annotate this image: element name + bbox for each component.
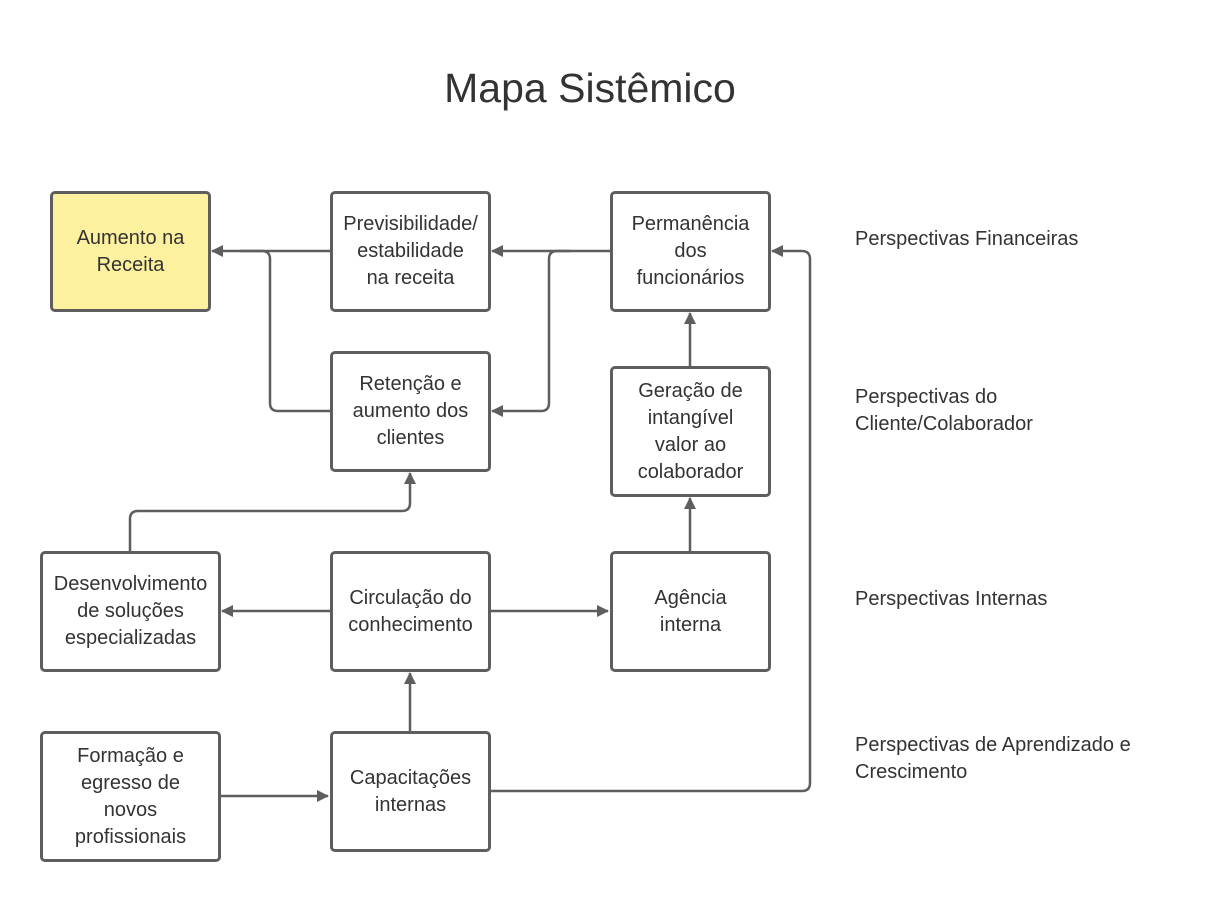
edge-capacitacoes-to-permanencia [490,245,812,793]
node-formacao-label: Formação e egresso de novos profissionai… [74,744,187,848]
node-capacitacoes-label: Capacitações internas [349,766,472,816]
node-previsibilidade-label: Previsibilidade/ estabilidade na receita [343,213,478,289]
node-agencia[interactable]: Agência interna [610,551,771,672]
node-desenvolvimento[interactable]: Desenvolvimento de soluções especializad… [40,551,221,672]
node-permanencia-label: Permanência dos funcionários [631,213,750,289]
perspective-financeiras: Perspectivas Financeiras [855,228,1079,250]
node-aumento-receita-label: Aumento na Receita [76,226,185,276]
node-desenvolvimento-label: Desenvolvimento de soluções especializad… [53,573,208,649]
node-capacitacoes[interactable]: Capacitações internas [330,731,491,852]
perspective-cliente: Perspectivas do Cliente/Colaborador [855,386,1033,435]
edge-permanencia-to-retencao [491,249,570,417]
node-aumento-receita[interactable]: Aumento na Receita [50,191,211,312]
node-permanencia[interactable]: Permanência dos funcionários [610,191,771,312]
node-circulacao[interactable]: Circulação do conhecimento [330,551,491,672]
node-retencao-label: Retenção e aumento dos clientes [352,373,469,449]
node-retencao[interactable]: Retenção e aumento dos clientes [330,351,491,472]
node-geracao-label: Geração de intangível valor ao colaborad… [637,379,744,483]
node-geracao[interactable]: Geração de intangível valor ao colaborad… [610,366,771,497]
node-previsibilidade[interactable]: Previsibilidade/ estabilidade na receita [330,191,491,312]
node-agencia-label: Agência interna [654,586,727,636]
node-formacao[interactable]: Formação e egresso de novos profissionai… [40,731,221,862]
perspective-internas: Perspectivas Internas [855,588,1048,610]
page-title: Mapa Sistêmico [444,65,736,111]
edge-desenvolvimento-to-retencao [128,472,416,551]
perspective-aprendizado: Perspectivas de Aprendizado e Cresciment… [855,734,1131,783]
edge-retencao-to-aumento [240,249,330,413]
node-circulacao-label: Circulação do conhecimento [348,586,473,636]
